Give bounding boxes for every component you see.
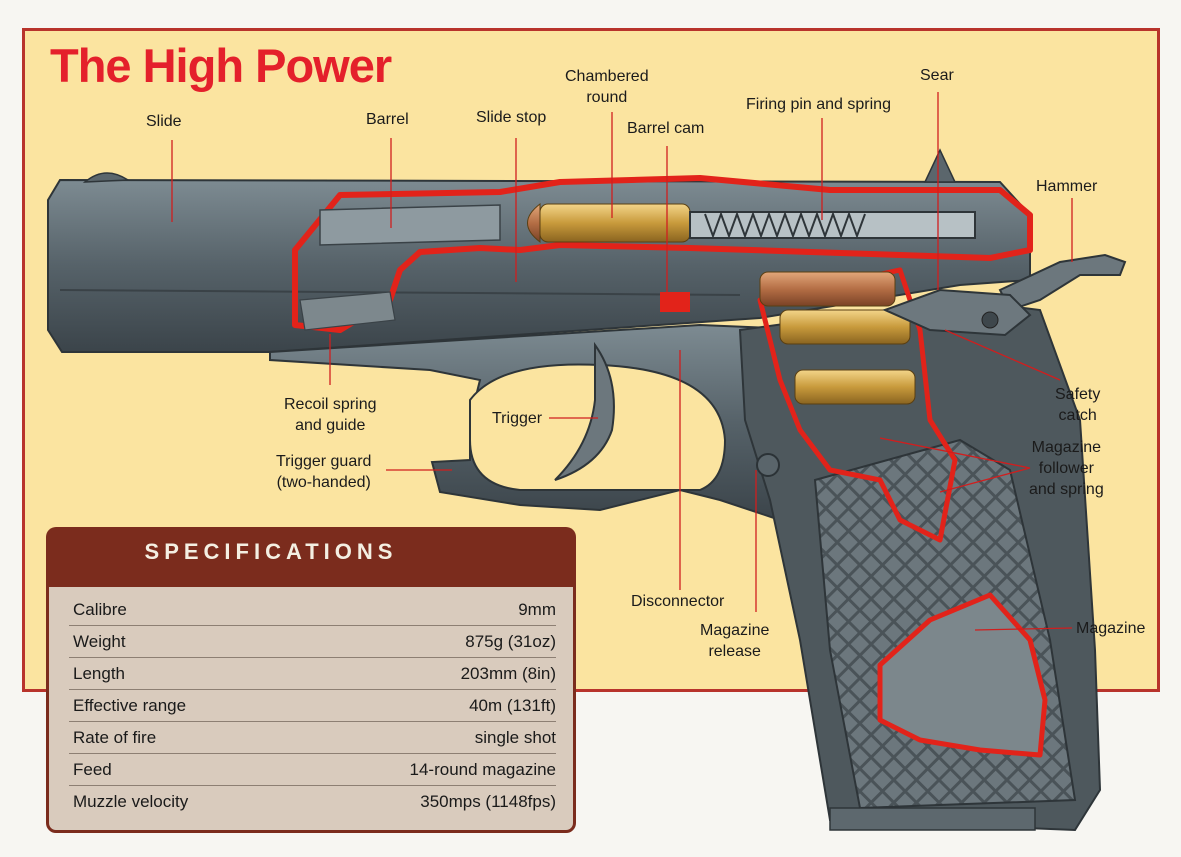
spec-value: 14-round magazine [409, 760, 556, 779]
label-slide-stop: Slide stop [476, 109, 547, 126]
spec-row: Length 203mm (8in) [69, 657, 556, 690]
spec-row: Calibre 9mm [69, 593, 556, 626]
spec-value: 350mps (1148fps) [420, 792, 556, 811]
label-hammer: Hammer [1036, 178, 1098, 195]
grip-cutaway-outline [877, 592, 1048, 758]
recoil-spring [299, 291, 396, 331]
label-barrel-cam: Barrel cam [627, 120, 705, 137]
firing-pin-spring [689, 211, 976, 239]
label-firing-pin-and-spring: Firing pin and spring [746, 96, 891, 113]
spec-value: 203mm (8in) [460, 664, 556, 683]
spec-value: 875g (31oz) [465, 632, 556, 651]
label-chambered-round: Chambered round [565, 68, 649, 106]
label-recoil-spring: Recoil spring and guide [284, 396, 377, 434]
trigger-shape [554, 341, 615, 481]
rear-sight [923, 148, 957, 183]
spec-key: Muzzle velocity [73, 792, 189, 811]
spec-row: Feed 14-round magazine [69, 753, 556, 786]
spec-row: Muzzle velocity 350mps (1148fps) [69, 785, 556, 817]
label-sear: Sear [920, 67, 954, 84]
spec-key: Calibre [73, 600, 127, 619]
spec-value: 40m (131ft) [469, 696, 556, 715]
label-safety-catch: Safety catch [1055, 386, 1101, 424]
spec-key: Feed [73, 760, 112, 779]
spec-value: single shot [474, 728, 556, 747]
front-sight [82, 172, 131, 183]
chambered-round-shape [527, 202, 691, 244]
barrel-cam-shape [660, 292, 690, 312]
label-disconnector: Disconnector [631, 593, 725, 610]
label-magazine-release: Magazine release [700, 622, 770, 660]
spec-value: 9mm [518, 600, 556, 619]
diagram-title: The High Power [50, 39, 392, 92]
magazine-rounds [759, 271, 916, 405]
label-magazine-follower: Magazine follower and spring [1029, 439, 1104, 498]
spec-key: Length [73, 664, 125, 683]
barrel-shape [319, 204, 501, 246]
spec-key: Effective range [73, 696, 187, 715]
label-barrel: Barrel [366, 111, 409, 128]
label-slide: Slide [146, 113, 182, 130]
label-trigger: Trigger [492, 410, 543, 427]
spec-key: Weight [73, 632, 126, 651]
spec-row: Effective range 40m (131ft) [69, 689, 556, 722]
spec-row: Rate of fire single shot [69, 721, 556, 754]
label-trigger-guard: Trigger guard (two-handed) [276, 453, 372, 491]
barrel-cutaway-outline [292, 175, 1033, 333]
label-magazine: Magazine [1076, 620, 1146, 637]
leader-lines [171, 92, 1073, 631]
specifications-header: SPECIFICATIONS [46, 527, 576, 585]
spec-key: Rate of fire [73, 728, 157, 747]
spec-row: Weight 875g (31oz) [69, 625, 556, 658]
specifications-heading: SPECIFICATIONS [144, 539, 398, 564]
